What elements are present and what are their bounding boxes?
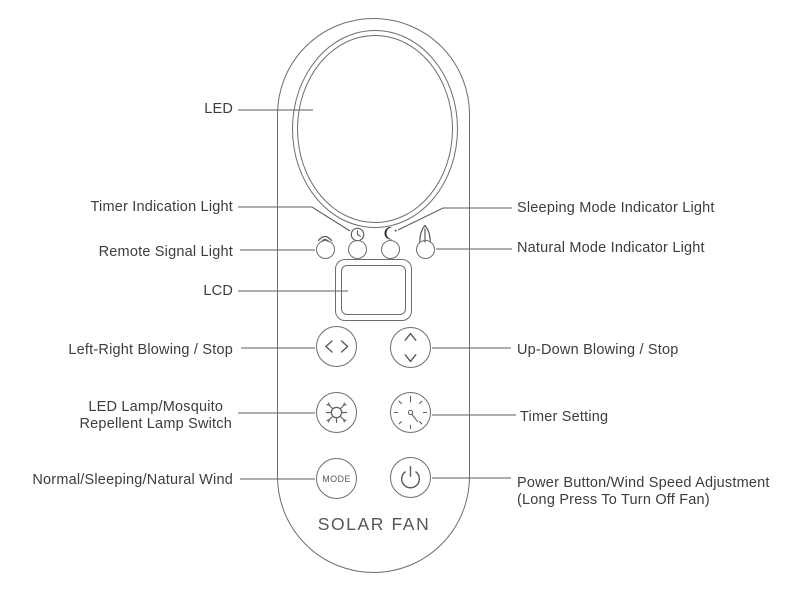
lcd-screen-inner bbox=[341, 265, 406, 315]
led-panel bbox=[292, 30, 458, 228]
label-power-button-line1: Power Button/Wind Speed Adjustment bbox=[517, 475, 770, 491]
natural-mode-indicator-light bbox=[415, 239, 435, 259]
label-led: LED bbox=[204, 101, 233, 117]
timer-clock-face-icon bbox=[393, 395, 428, 430]
left-right-blowing-button bbox=[316, 326, 357, 367]
label-timer-indication-light: Timer Indication Light bbox=[90, 199, 233, 215]
label-normal-sleeping-natural: Normal/Sleeping/Natural Wind bbox=[32, 472, 233, 488]
label-remote-signal-light: Remote Signal Light bbox=[98, 244, 233, 260]
label-power-button-line2: (Long Press To Turn Off Fan) bbox=[517, 492, 710, 508]
label-up-down-blowing: Up-Down Blowing / Stop bbox=[517, 342, 679, 358]
label-power-button: Power Button/Wind Speed Adjustment (Long… bbox=[517, 475, 770, 509]
label-sleeping-mode-indicator: Sleeping Mode Indicator Light bbox=[517, 200, 715, 216]
up-down-blowing-button bbox=[390, 327, 431, 368]
up-down-arrows-icon bbox=[404, 332, 417, 363]
led-lamp-button bbox=[316, 392, 357, 433]
lamp-sun-icon bbox=[325, 402, 348, 424]
label-led-lamp-switch-line1: LED Lamp/Mosquito bbox=[88, 399, 224, 415]
power-icon bbox=[400, 465, 421, 489]
label-led-lamp-switch: LED Lamp/Mosquito Repellent Lamp Switch bbox=[80, 399, 233, 433]
sleeping-moon-icon bbox=[383, 226, 399, 241]
product-name: SOLAR FAN bbox=[317, 514, 431, 534]
led-panel-inner-ring bbox=[297, 35, 453, 223]
lcd-screen bbox=[335, 259, 412, 321]
label-timer-setting: Timer Setting bbox=[520, 409, 609, 425]
timer-setting-button bbox=[390, 392, 431, 433]
left-right-arrows-icon bbox=[325, 340, 349, 353]
label-left-right-blowing: Left-Right Blowing / Stop bbox=[68, 342, 233, 358]
remote-body-outline bbox=[277, 18, 470, 573]
sleeping-mode-indicator-light bbox=[380, 239, 400, 259]
label-led-lamp-switch-line2: Repellent Lamp Switch bbox=[79, 416, 232, 432]
label-natural-mode-indicator: Natural Mode Indicator Light bbox=[517, 240, 705, 256]
mode-button-label: MODE bbox=[322, 473, 351, 484]
timer-indication-light bbox=[347, 239, 367, 259]
mode-button: MODE bbox=[316, 458, 357, 499]
power-button bbox=[390, 457, 431, 498]
label-lcd: LCD bbox=[203, 283, 233, 299]
remote-signal-light bbox=[315, 239, 335, 259]
